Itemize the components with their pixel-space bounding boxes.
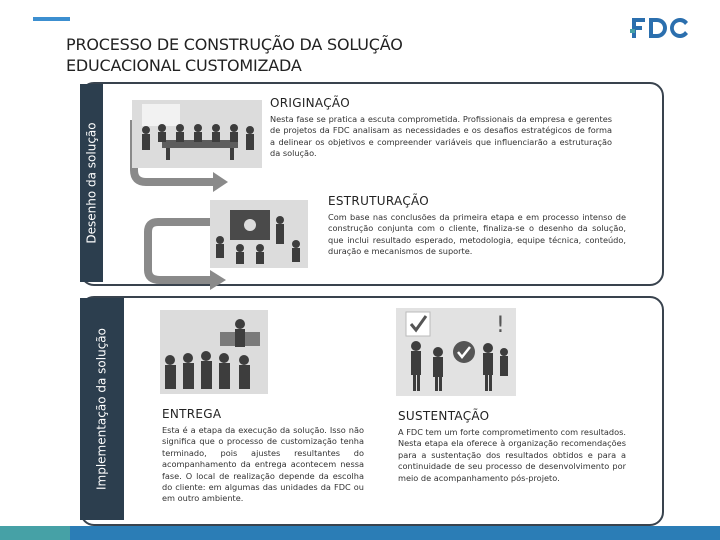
audience-icon	[160, 310, 268, 394]
page-title-line2: EDUCACIONAL CUSTOMIZADA	[66, 56, 302, 75]
stage-text-estruturacao: Com base nas conclusões da primeira etap…	[328, 212, 626, 257]
stage-heading-sustentacao: SUSTENTAÇÃO	[398, 409, 490, 423]
implementation-phase-tab: Implementação da solução	[80, 298, 124, 520]
stage-text-sustentacao: A FDC tem um forte comprometimento com r…	[398, 427, 626, 483]
svg-text:!: !	[496, 313, 505, 338]
stage-heading-originacao: ORIGINAÇÃO	[266, 96, 354, 110]
stage-heading-entrega: ENTREGA	[162, 407, 222, 421]
design-phase-tab: Desenho da solução	[80, 84, 103, 282]
meeting-table-icon	[132, 100, 262, 168]
stage-text-entrega: Esta é a etapa da execução da solução. I…	[162, 425, 364, 504]
design-phase-label: Desenho da solução	[84, 122, 98, 244]
stage-text-originacao: Nesta fase se pratica a escuta compromet…	[270, 114, 612, 159]
footer-accent	[0, 526, 70, 540]
presentation-icon	[210, 200, 308, 268]
celebration-checkmark-icon: !	[396, 308, 516, 396]
stage-heading-estruturacao: ESTRUTURAÇÃO	[328, 194, 430, 208]
title-accent-bar	[33, 17, 70, 21]
page-title: PROCESSO DE CONSTRUÇÃO DA SOLUÇÃO EDUCAC…	[66, 34, 403, 76]
implementation-phase-label: Implementação da solução	[94, 327, 109, 491]
footer-bar	[0, 526, 720, 540]
process-flow-arrows	[130, 120, 228, 290]
fdc-logo	[630, 18, 688, 38]
page-title-line1: PROCESSO DE CONSTRUÇÃO DA SOLUÇÃO	[66, 35, 403, 54]
